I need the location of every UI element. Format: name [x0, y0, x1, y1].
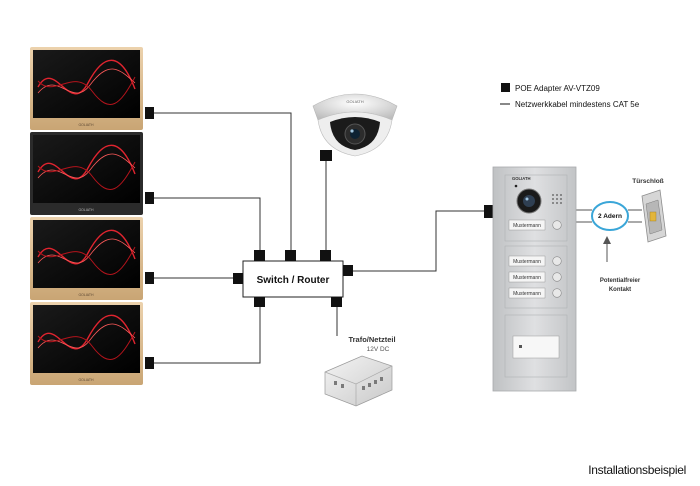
poe-adapter-monitor-4: [145, 357, 154, 369]
footer-caption: Installationsbeispiel: [588, 463, 686, 477]
wire-badge-label: 2 Adern: [598, 213, 622, 220]
switch-port: [233, 273, 243, 284]
camera-brand-label: GOLIATH: [346, 99, 363, 104]
monitor-brand-label: GOLIATH: [78, 378, 94, 382]
contact-label-line1: Potentialfreier: [600, 278, 641, 284]
monitor-brand-label: GOLIATH: [78, 208, 94, 212]
power-supply: Trafo/Netzteil 12V DC: [324, 335, 396, 407]
switch-label: Switch / Router: [257, 275, 330, 286]
bell-button: [552, 288, 562, 298]
poe-adapter-monitor-1: [145, 107, 154, 119]
poe-adapters: [145, 107, 493, 369]
legend-poe-label: POE Adapter AV-VTZ09: [515, 84, 600, 93]
poe-adapter-door-station: [484, 205, 493, 218]
legend: POE Adapter AV-VTZ09 Netzwerkkabel minde…: [500, 83, 640, 109]
power-supply-name: Trafo/Netzteil: [348, 335, 395, 344]
monitor-4: GOLIATH: [30, 302, 143, 385]
switch-port: [320, 250, 331, 261]
monitor-1: GOLIATH: [30, 47, 143, 130]
monitor-2: GOLIATH: [30, 132, 143, 215]
dome-camera: GOLIATH: [312, 93, 398, 157]
legend-poe-swatch: [501, 83, 510, 92]
nameplate-3: Mustermann: [513, 275, 541, 281]
power-supply-voltage: 12V DC: [367, 346, 390, 353]
network-cables: [154, 112, 492, 364]
bell-button: [552, 272, 562, 282]
panel-brand-label: GOLIATH: [512, 176, 531, 181]
bell-button: [552, 256, 562, 266]
door-lock: Türschloß: [632, 178, 667, 243]
bell-button: [552, 220, 562, 230]
poe-adapter-monitor-2: [145, 192, 154, 204]
contact-label-line2: Kontakt: [609, 287, 631, 293]
switch-port: [331, 297, 342, 307]
switch-port: [343, 265, 353, 276]
switch-router: Switch / Router: [233, 250, 353, 307]
switch-port: [254, 250, 265, 261]
poe-adapter-camera: [320, 150, 332, 161]
poe-adapter-monitor-3: [145, 272, 154, 284]
nameplate-4: Mustermann: [513, 291, 541, 297]
nameplate-2: Mustermann: [513, 259, 541, 265]
switch-port: [254, 297, 265, 307]
wire-badge: 2 Adern: [591, 201, 629, 231]
monitor-brand-label: GOLIATH: [78, 123, 94, 127]
nameplate-1: Mustermann: [513, 223, 541, 229]
door-station: GOLIATH Mustermann Mustermann Mustermann…: [492, 166, 577, 392]
legend-cable-label: Netzwerkkabel mindestens CAT 5e: [515, 100, 640, 109]
monitor-3: GOLIATH: [30, 217, 143, 300]
monitor-brand-label: GOLIATH: [78, 293, 94, 297]
switch-port: [285, 250, 296, 261]
contact-arrow-head: [603, 236, 611, 244]
door-lock-label: Türschloß: [632, 178, 663, 185]
